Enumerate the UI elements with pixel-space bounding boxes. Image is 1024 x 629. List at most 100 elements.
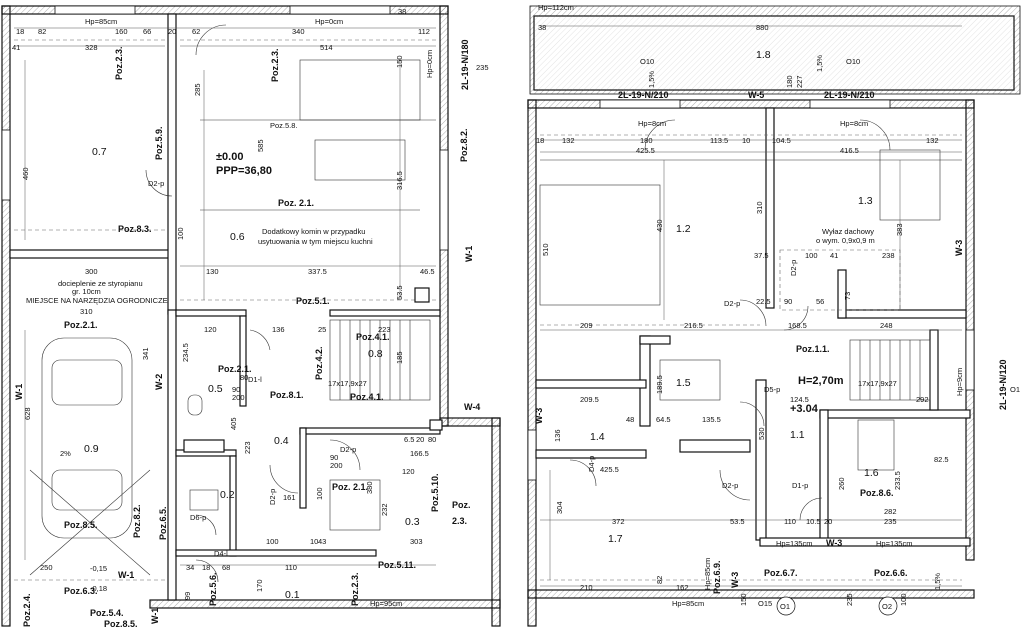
hp85-label: Hp=85cm (85, 17, 117, 26)
wall-garage-north (9, 249, 171, 259)
insulation-note-2: gr. 10cm (72, 287, 101, 296)
dimension: 430 (655, 219, 664, 232)
bed-13 (879, 149, 941, 221)
hp8a-label: Hp=8cm (638, 119, 666, 128)
dimension: 104.5 (772, 136, 791, 145)
dimension: 112 (418, 27, 430, 36)
level-minus-015: -0,15 (90, 564, 107, 573)
hp0-label: Hp=0cm (315, 17, 343, 26)
dimension: 303 (410, 537, 423, 546)
dimension: 209 (580, 321, 593, 330)
chimney-right (679, 439, 751, 453)
dimension: 150 (739, 593, 748, 606)
pos-label: Poz.4.2. (314, 346, 324, 380)
door-tag: D2-p (789, 260, 798, 276)
dimension: 341 (141, 347, 150, 360)
pos-label: Poz.6.5. (158, 506, 168, 540)
wall-13-south (837, 309, 967, 319)
dimension: 185 (395, 351, 404, 364)
wall-corridor-south (175, 549, 377, 557)
dimension: 73 (843, 292, 852, 300)
pos-label: Poz.5.4. (90, 608, 124, 618)
dimension: 260 (837, 477, 846, 490)
dimension: 48 (626, 415, 634, 424)
slope-label: 2% (60, 449, 71, 458)
pos-label: Poz.2.4. (22, 593, 32, 627)
dimension: 235 (884, 517, 897, 526)
dimension: 162 (676, 583, 689, 592)
dimension: 100 (315, 487, 324, 500)
pos-label: Poz.5.10. (430, 473, 440, 512)
pos-label: Poz.6.9. (712, 560, 722, 594)
dimension: 160 (115, 27, 128, 36)
dimension: 20 (416, 435, 424, 444)
window-tag: O1 (780, 602, 790, 611)
dimension: 340 (292, 27, 305, 36)
room-number: 1.5 (676, 377, 691, 389)
door-tag: D4-l (214, 549, 228, 558)
dimension: 135.5 (702, 415, 721, 424)
pos-label: Poz.6.3. (64, 586, 98, 596)
room-number: 1.3 (858, 195, 873, 207)
hp95-label: Hp=95cm (370, 599, 402, 608)
dimension: 62 (192, 27, 200, 36)
window-west-07 (1, 129, 11, 201)
door-tag: D2-p (148, 179, 164, 188)
dimension: 292 (916, 395, 929, 404)
room-number: 1.8 (756, 49, 771, 61)
dimension: 189.5 (655, 375, 664, 394)
dimension: 132 (562, 136, 575, 145)
pos-label: Poz.6.6. (874, 568, 908, 578)
dimension: 90 (330, 453, 338, 462)
dimension: 337.5 (308, 267, 327, 276)
dimension: 425.5 (600, 465, 619, 474)
dimension: 372 (612, 517, 625, 526)
window-east (965, 329, 975, 391)
pos-label: Poz.8.5. (64, 520, 98, 530)
slope-label-right: 1,5% (815, 55, 824, 72)
dimension: 99 (183, 592, 192, 600)
dimension: 216.5 (684, 321, 703, 330)
pos-label: Poz.4.1. (356, 332, 390, 342)
pos-label: Poz.1.1. (796, 344, 830, 354)
dimension: 6.5 (404, 435, 414, 444)
dimension: 150 (395, 55, 404, 68)
dimension: 248 (880, 321, 893, 330)
bath-03 (329, 479, 381, 531)
dimension: 38 (398, 7, 406, 16)
door-tag: D1-l (248, 375, 262, 384)
dimension: 210 (580, 583, 593, 592)
dimension: 64.5 (656, 415, 671, 424)
door-tag: D5-p (764, 385, 780, 394)
room-number: 0.4 (274, 435, 289, 447)
dimension: 209.5 (580, 395, 599, 404)
wall-03-north (299, 427, 441, 435)
dimension: 43 (318, 537, 326, 546)
room-number: 0.3 (405, 516, 420, 528)
pos-label: Poz.2.3. (270, 48, 280, 82)
hp112-label: Hp=112cm (538, 3, 574, 12)
room-number: 0.2 (220, 489, 235, 501)
hp8b-label: Hp=8cm (840, 119, 868, 128)
stairs-left (329, 319, 431, 401)
dimension: 136 (553, 429, 562, 442)
window-tag: O10 (846, 57, 860, 66)
dimension: 585 (256, 139, 265, 152)
room-number: 1.6 (864, 467, 879, 479)
dimension: 120 (402, 467, 415, 476)
vent-tag: 2L-19-N/210 (618, 90, 669, 100)
ppp-label: PPP=36,80 (216, 165, 272, 177)
dimension: 530 (757, 427, 766, 440)
dimension: 405 (229, 417, 238, 430)
dimension: 10.5 (806, 517, 821, 526)
wall-tag: W-3 (954, 240, 964, 256)
dimension: 10 (742, 136, 750, 145)
door-tag: D2-p (340, 445, 356, 454)
vent-tag: 2L-19-N/120 (998, 359, 1008, 410)
dimension: 66 (143, 27, 151, 36)
level-label-right: +3.04 (790, 403, 819, 415)
hp135a-label: Hp=135cm (776, 539, 812, 548)
door-tag: D6-p (190, 513, 206, 522)
wall-03-west (299, 427, 307, 509)
dimension: 110 (784, 517, 796, 526)
